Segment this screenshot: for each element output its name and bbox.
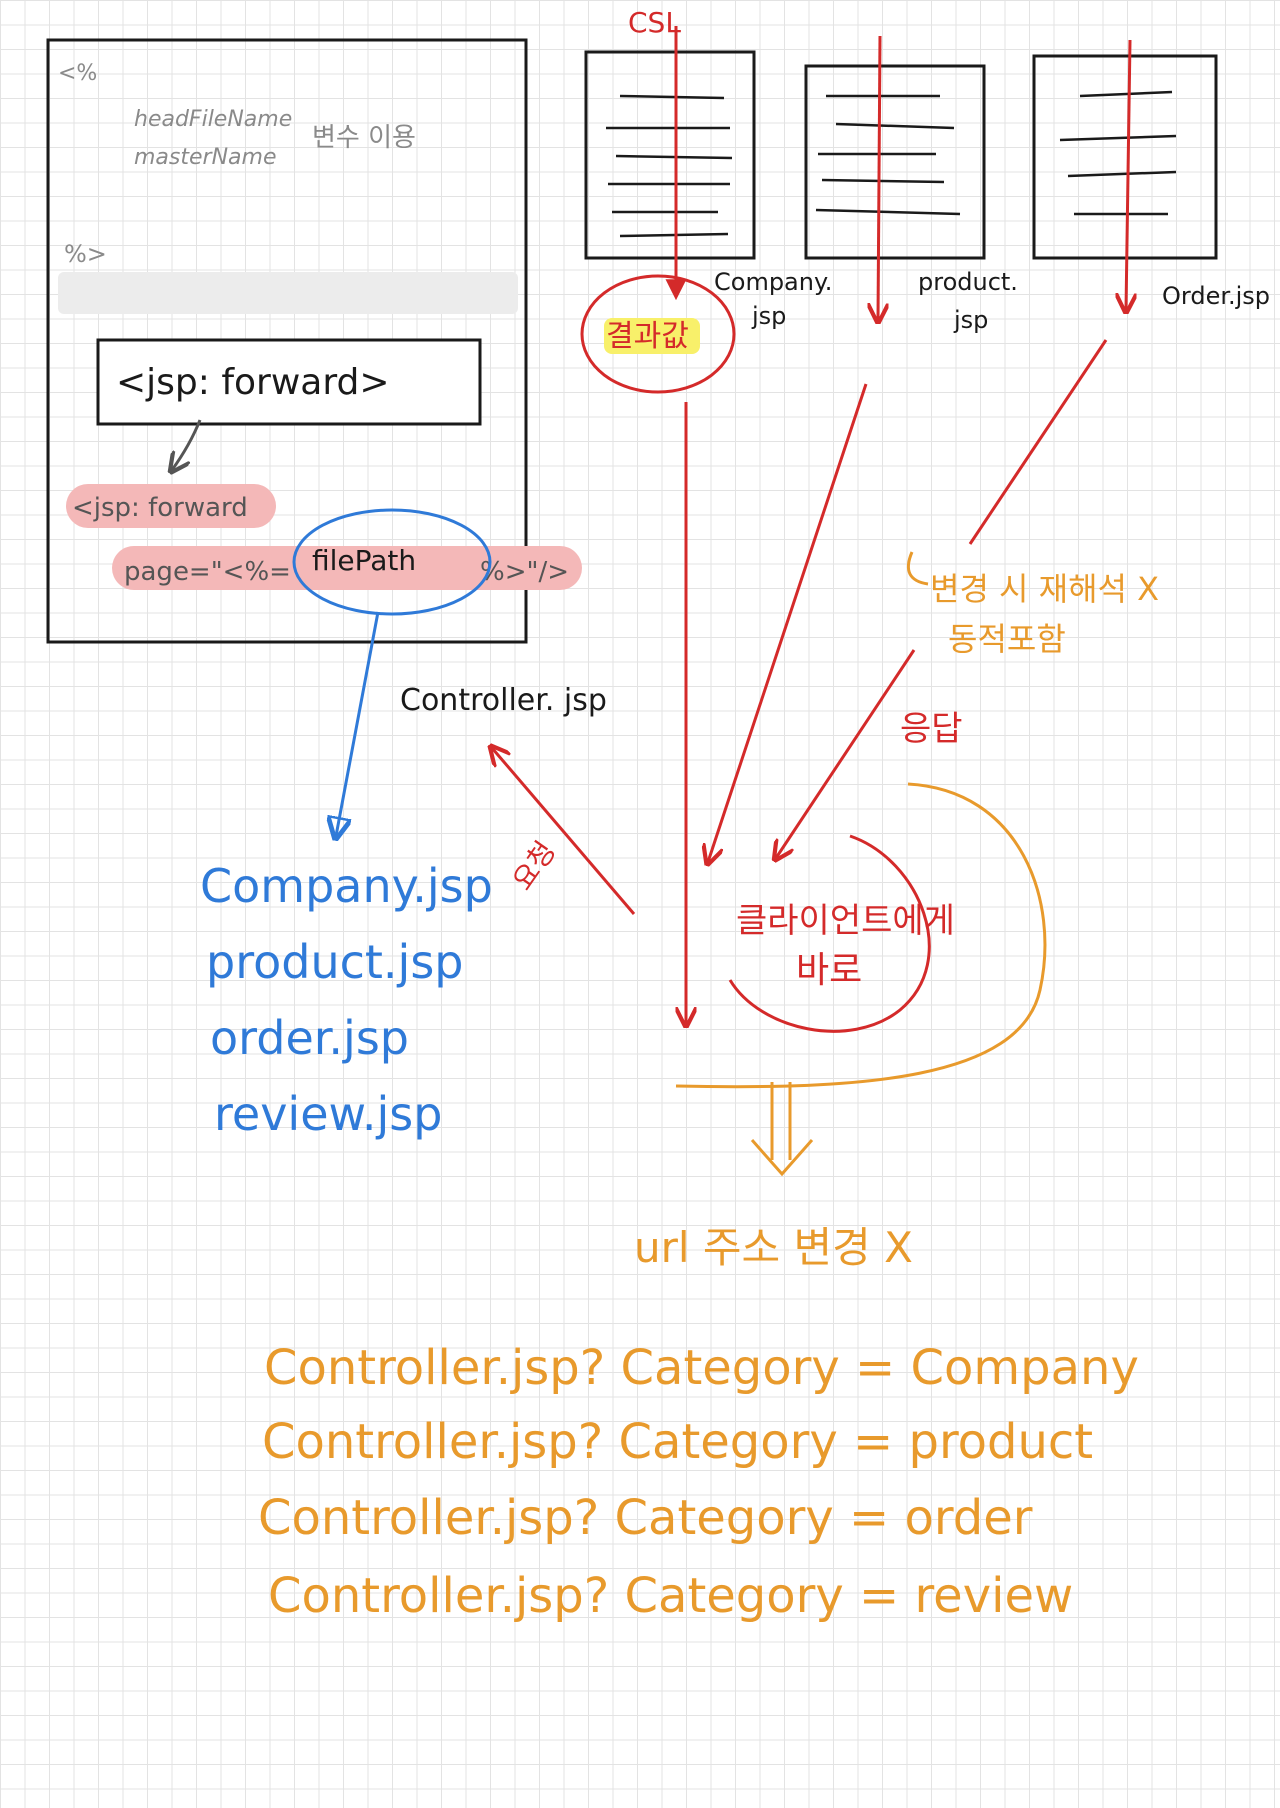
controller-jsp-label: Controller. jsp [400, 683, 607, 718]
response-label: 응답 [900, 709, 963, 749]
url-note: url 주소 변경 X [634, 1223, 913, 1272]
csl-label: CSL [628, 6, 681, 39]
top-pages: CSL Company. jsp pr [580, 6, 1270, 394]
forward-down-arrow [172, 419, 202, 470]
product-jsp-label-1: product. [918, 268, 1018, 296]
product-diag-line [708, 383, 868, 862]
file-item-order: order.jsp [210, 1011, 409, 1065]
result-value-highlight [604, 318, 700, 354]
csl-red-line-3 [1126, 39, 1130, 310]
page-attr-suffix: %>"/> [480, 557, 569, 587]
page-doc-1-lines [606, 94, 733, 238]
page-attr-highlight [112, 546, 582, 590]
page-doc-3 [1032, 54, 1218, 260]
file-list: Company.jsp product.jsp order.jsp review… [200, 611, 493, 1141]
forward-open-highlight [66, 484, 276, 528]
var-headfilename: headFileName [134, 107, 292, 132]
order-diag-line [968, 339, 1108, 545]
company-jsp-label-1: Company. [714, 268, 832, 296]
result-value-circle [580, 274, 736, 394]
url-list: Controller.jsp? Category = Company Contr… [258, 1340, 1139, 1624]
page-doc-3-lines [1059, 90, 1177, 216]
gray-highlight-band [58, 272, 518, 314]
client-text-line2: 바로 [796, 950, 862, 991]
forward-tag-box [96, 338, 482, 426]
center-flow: Controller. jsp 요청 응답 클라이언트에게 바로 변경 시 재해… [400, 339, 1159, 1272]
jsp-code-box: <% headFileName masterName 변수 이용 %> <jsp… [46, 38, 582, 644]
var-mastername: masterName [134, 145, 276, 170]
product-jsp-label-2: jsp [953, 306, 988, 334]
filepath-circle [292, 508, 492, 616]
change-note-line2: 동적포함 [948, 620, 1066, 658]
request-arrow [492, 748, 636, 915]
csl-red-line-2 [878, 35, 880, 320]
var-note: 변수 이용 [312, 123, 416, 153]
file-item-review: review.jsp [214, 1087, 442, 1141]
client-curve [728, 834, 931, 1033]
page-doc-1 [584, 50, 756, 260]
jsp-close-tag: %> [64, 240, 107, 268]
jsp-box-frame [46, 38, 528, 644]
response-line [776, 649, 916, 858]
double-arrow-head [750, 1139, 814, 1177]
url-product: Controller.jsp? Category = product [262, 1414, 1093, 1470]
file-item-company: Company.jsp [200, 859, 493, 913]
client-text-line1: 클라이언트에게 [736, 901, 955, 941]
jsp-open-tag: <% [58, 61, 97, 86]
forward-open-text: <jsp: forward [72, 493, 248, 523]
change-note-line1: 변경 시 재해석 X [930, 570, 1159, 608]
url-order: Controller.jsp? Category = order [258, 1490, 1033, 1546]
page-doc-2-lines [815, 94, 961, 216]
page-attr-prefix: page="<%= [124, 557, 291, 587]
filepath-blue-arrow [336, 611, 380, 836]
forward-tag-text: <jsp: forward> [116, 362, 390, 403]
page-attr-var: filePath [312, 544, 416, 577]
file-item-product: product.jsp [206, 935, 464, 989]
request-label: 요청 [506, 835, 563, 896]
order-jsp-label: Order.jsp [1162, 282, 1270, 310]
orange-return-curve [675, 782, 1047, 1089]
company-jsp-label-2: jsp [751, 302, 786, 330]
url-review: Controller.jsp? Category = review [268, 1568, 1073, 1624]
result-value-label: 결과값 [606, 319, 689, 354]
page-doc-2 [804, 64, 986, 260]
change-note-arrow [907, 551, 929, 586]
url-company: Controller.jsp? Category = Company [264, 1340, 1139, 1396]
